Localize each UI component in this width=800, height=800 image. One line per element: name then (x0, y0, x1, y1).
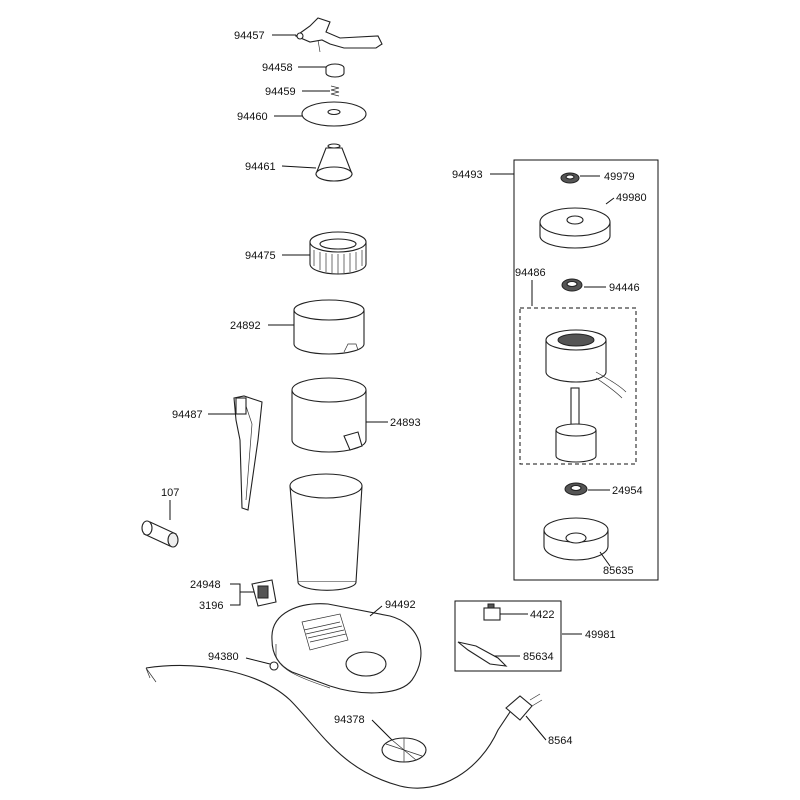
label-94493: 94493 (452, 169, 483, 181)
part-94380-nut (269, 661, 279, 671)
part-24892-ring (293, 299, 365, 355)
part-49979-bearing (560, 172, 580, 184)
label-24892: 24892 (230, 320, 261, 332)
label-49979: 49979 (604, 171, 635, 183)
motor-subgroup-dashed-box (519, 307, 637, 465)
leader-lines (169, 34, 615, 741)
label-94487: 94487 (172, 409, 203, 421)
part-94459-spring (330, 85, 340, 97)
part-94446-bearing (561, 278, 583, 292)
label-24954: 24954 (612, 485, 643, 497)
label-107: 107 (161, 487, 179, 499)
label-94457: 94457 (234, 30, 265, 42)
label-49981: 49981 (585, 629, 616, 641)
part-94492-base (271, 603, 422, 694)
label-85635: 85635 (603, 565, 634, 577)
switch-group-box (454, 600, 562, 672)
part-49980-motor-cover (539, 207, 611, 249)
part-94458-knob (325, 63, 345, 78)
label-4422: 4422 (530, 609, 554, 621)
label-94475: 94475 (245, 250, 276, 262)
part-24954-bearing (564, 482, 588, 496)
label-85634: 85634 (523, 651, 554, 663)
part-94487-bracket (233, 395, 263, 511)
label-8564: 8564 (548, 735, 572, 747)
part-94475-grinding-ring (309, 231, 367, 275)
label-49980: 49980 (616, 192, 647, 204)
label-94461: 94461 (245, 161, 276, 173)
part-94460-washer (301, 101, 367, 127)
label-94380: 94380 (208, 651, 239, 663)
label-24948: 24948 (190, 579, 221, 591)
part-94461-funnel (315, 143, 353, 182)
part-85635-motor-base (543, 517, 609, 561)
part-107-sleeve (141, 520, 179, 548)
part-24893-cylinder (291, 377, 367, 453)
label-94460: 94460 (237, 111, 268, 123)
label-94378: 94378 (334, 714, 365, 726)
label-94486: 94486 (515, 267, 546, 279)
part-94378-strain-relief (381, 737, 427, 763)
label-94446: 94446 (609, 282, 640, 294)
label-24893: 24893 (390, 417, 421, 429)
part-power-cable (145, 665, 511, 789)
part-main-housing (289, 473, 363, 591)
part-8564-plug (505, 693, 543, 721)
label-94459: 94459 (265, 86, 296, 98)
part-85634-contact-plate (457, 641, 508, 667)
motor-group-box (513, 159, 659, 581)
part-94457-lever (294, 17, 383, 53)
part-4422-microswitch (483, 603, 501, 621)
part-24948-switch (251, 579, 277, 607)
label-94492: 94492 (385, 599, 416, 611)
label-94458: 94458 (262, 62, 293, 74)
part-94486-motor-stator (545, 329, 627, 399)
label-3196: 3196 (199, 600, 223, 612)
part-motor-rotor (555, 387, 597, 463)
